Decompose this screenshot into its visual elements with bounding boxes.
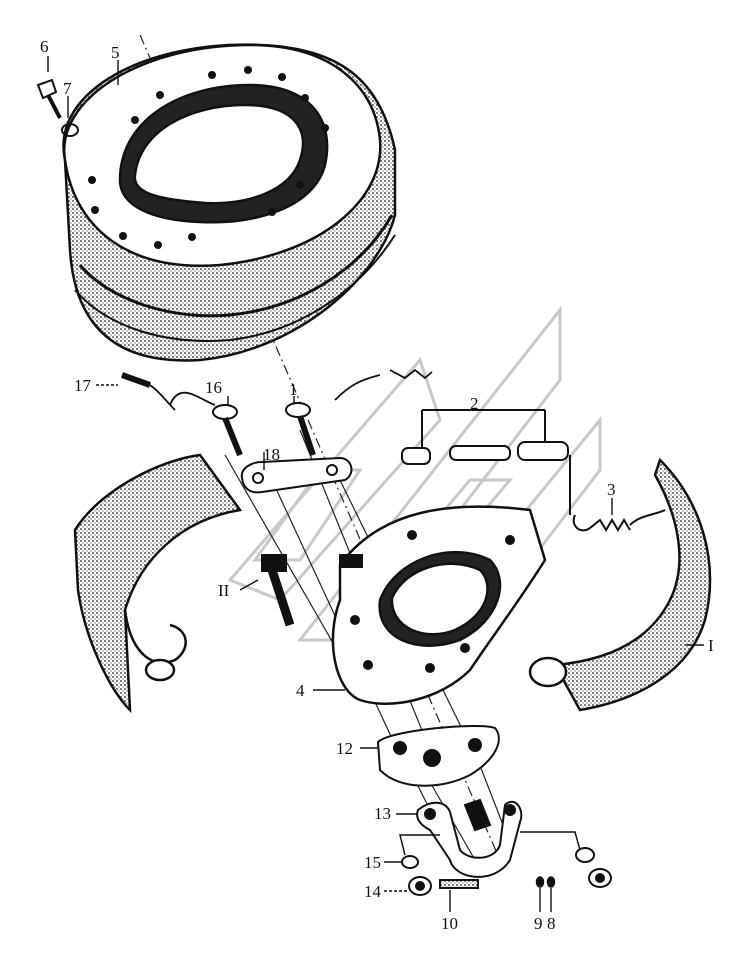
label-part-7: 7: [63, 79, 72, 98]
label-part-I: I: [708, 636, 714, 655]
label-part-13: 13: [374, 804, 391, 823]
small-bolt: [439, 879, 479, 889]
label-part-18: 18: [263, 445, 280, 464]
anchor-link-plate: [240, 456, 353, 494]
nut-right: [575, 847, 612, 888]
mounting-bracket: [376, 724, 500, 787]
brake-drum: [62, 43, 397, 362]
label-part-5: 5: [111, 43, 120, 62]
brake-shoe-right: [528, 457, 712, 712]
label-part-12: 12: [336, 739, 353, 758]
brake-shoe-left: [73, 453, 243, 714]
cotter-pins: [535, 876, 556, 888]
nut: [408, 876, 432, 896]
label-part-14: 14: [364, 882, 381, 901]
shoe-adjuster: [401, 409, 569, 465]
label-part-1: 1: [289, 380, 298, 399]
label-part-2: 2: [470, 394, 479, 413]
anchor-pin-2: [285, 402, 316, 456]
label-part-4: 4: [296, 681, 305, 700]
label-part-6: 6: [40, 37, 49, 56]
return-spring-upper: [120, 368, 433, 411]
label-part-3: 3: [607, 480, 616, 499]
bracket-bolt-lines: [399, 831, 581, 856]
drum-bolt: [36, 78, 62, 119]
label-part-II: II: [218, 581, 230, 600]
anchor-pin: [212, 404, 243, 457]
return-spring-lower: [569, 455, 666, 532]
label-part-17: 17: [74, 376, 91, 395]
cam-block: [339, 554, 363, 568]
backing-plate: [331, 505, 547, 705]
label-part-8: 8: [547, 914, 556, 933]
label-part-16: 16: [205, 378, 222, 397]
spring-washer: [401, 855, 419, 869]
label-part-15: 15: [364, 853, 381, 872]
leader-lines: [47, 56, 704, 912]
label-part-10: 10: [441, 914, 458, 933]
lock-washer: [61, 123, 79, 137]
shoe-bolt: [261, 554, 295, 627]
camshaft-bracket: [416, 798, 523, 878]
label-part-9: 9: [534, 914, 543, 933]
